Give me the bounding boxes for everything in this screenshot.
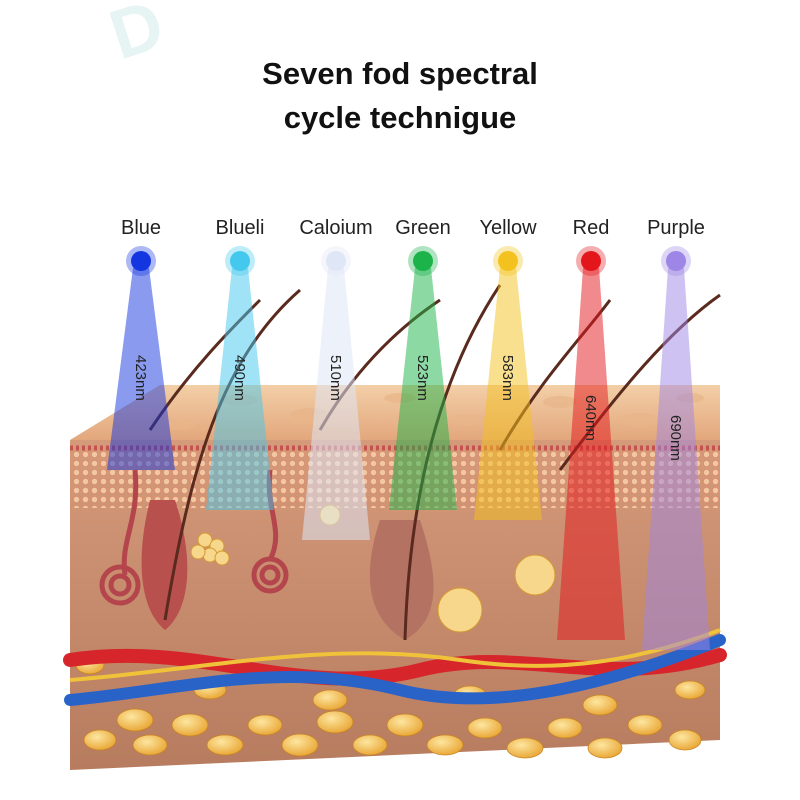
light-emitter-blue <box>131 251 151 271</box>
light-emitter-blueli <box>230 251 250 271</box>
beam-red <box>557 268 625 640</box>
beam-blue <box>107 268 175 470</box>
fat-cells <box>75 655 706 759</box>
beam-purple <box>642 268 710 650</box>
light-label-green: Green <box>395 217 451 239</box>
beam-green <box>389 268 457 510</box>
light-emitter-green <box>413 251 433 271</box>
light-emitter-red <box>581 251 601 271</box>
wavelength-purple: 690nm <box>667 415 684 461</box>
wavelength-blueli: 490nm <box>231 355 248 401</box>
diagram-title: Seven fod spectral cycle technigue <box>0 52 800 140</box>
wavelength-yellow: 583nm <box>499 355 516 401</box>
title-line-2: cycle technigue <box>283 100 517 135</box>
title-line-1: Seven fod spectral <box>262 56 538 91</box>
light-label-red: Red <box>573 217 610 239</box>
light-emitter-yellow <box>498 251 518 271</box>
light-label-caloium: Caloium <box>299 217 372 239</box>
nerve-fiber <box>69 628 721 682</box>
beam-yellow <box>474 268 542 520</box>
wavelength-green: 523nm <box>414 355 431 401</box>
beam-caloium <box>302 268 370 540</box>
vein <box>64 634 726 706</box>
light-sources: Blue 423nm Blueli 490nm Caloium 510nm Green 523… <box>121 217 705 461</box>
light-label-blue: Blue <box>121 217 161 239</box>
light-emitter-purple <box>666 251 686 271</box>
sweat-gland <box>99 469 289 606</box>
wavelength-blue: 423nm <box>132 355 149 401</box>
watermark: D <box>101 0 173 74</box>
hair-follicle <box>141 500 434 640</box>
beam-blueli <box>206 268 274 510</box>
artery <box>63 648 727 686</box>
light-beams <box>107 268 710 650</box>
wavelength-caloium: 510nm <box>327 355 344 401</box>
light-label-blueli: Blueli <box>216 217 265 239</box>
light-label-yellow: Yellow <box>479 217 537 239</box>
light-label-purple: Purple <box>647 217 705 239</box>
light-emitter-caloium <box>326 251 346 271</box>
wavelength-red: 640nm <box>582 395 599 441</box>
